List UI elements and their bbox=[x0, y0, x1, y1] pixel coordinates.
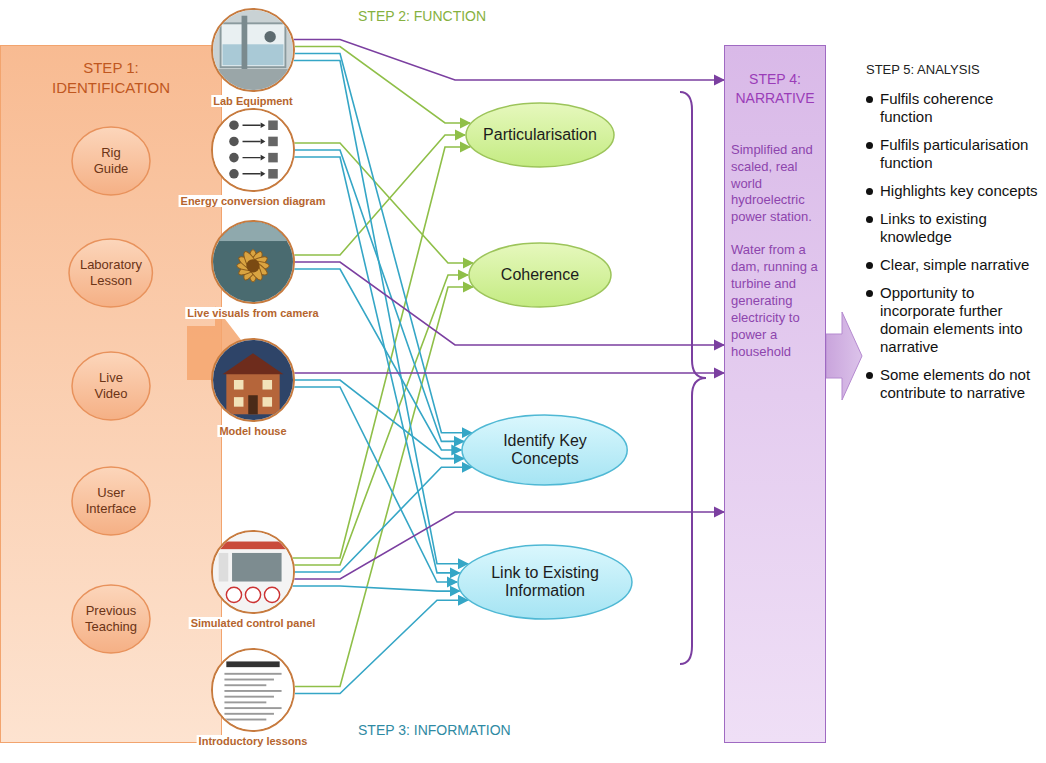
image-circle: Introductory lessons bbox=[211, 648, 295, 732]
connector bbox=[294, 372, 724, 374]
oval-label: Laboratory Lesson bbox=[80, 257, 142, 288]
circle-illustration bbox=[213, 340, 293, 420]
image-caption: Live visuals from camera bbox=[185, 307, 320, 319]
source-oval: Laboratory Lesson bbox=[68, 238, 153, 308]
function-oval: Particularisation bbox=[465, 102, 615, 168]
identification-panel: STEP 1: IDENTIFICATION Rig GuideLaborator… bbox=[0, 45, 222, 743]
image-caption: Model house bbox=[217, 425, 288, 437]
image-caption: Energy conversion diagram bbox=[179, 195, 328, 207]
oval-label: Link to Existing Information bbox=[475, 564, 615, 601]
circle-clip bbox=[213, 222, 293, 302]
circle-illustration bbox=[213, 10, 293, 90]
circle-clip bbox=[213, 10, 293, 90]
panel-title: STEP 1: IDENTIFICATION bbox=[36, 58, 186, 99]
connector bbox=[294, 269, 461, 450]
panel-body: Simplified and scaled, real world hydroe… bbox=[731, 142, 819, 226]
source-oval: Previous Teaching bbox=[71, 584, 151, 654]
panel-title: STEP 4: NARRATIVE bbox=[731, 70, 819, 108]
bullet-item: Fulfils coherence function bbox=[880, 90, 1040, 126]
circle-illustration bbox=[213, 110, 293, 190]
source-oval: Rig Guide bbox=[71, 126, 151, 196]
image-caption: Simulated control panel bbox=[189, 617, 318, 629]
connector bbox=[295, 380, 464, 459]
image-circle: Energy conversion diagram bbox=[211, 108, 295, 192]
connector bbox=[295, 600, 468, 693]
oval-label: Particularisation bbox=[483, 126, 597, 144]
bullet-item: Opportunity to incorporate further domai… bbox=[880, 284, 1040, 356]
bullet-item: Some elements do not contribute to narra… bbox=[880, 366, 1040, 402]
image-caption: Lab Equipment bbox=[211, 95, 294, 107]
bullet-item: Links to existing knowledge bbox=[880, 210, 1040, 246]
source-oval: User Interface bbox=[71, 466, 151, 536]
bullet-item: Fulfils particularisation function bbox=[880, 136, 1040, 172]
circle-clip bbox=[213, 650, 293, 730]
information-oval: Link to Existing Information bbox=[457, 544, 633, 620]
oval-label: Rig Guide bbox=[94, 145, 129, 176]
oval-label: Previous Teaching bbox=[85, 603, 137, 634]
bullet-item: Clear, simple narrative bbox=[880, 256, 1040, 274]
circle-illustration bbox=[213, 532, 293, 612]
image-caption: Introductory lessons bbox=[197, 735, 310, 747]
analysis-list: Fulfils coherence functionFulfils partic… bbox=[880, 90, 1040, 412]
circle-illustration bbox=[213, 650, 293, 730]
information-oval: Identify Key Concepts bbox=[461, 414, 628, 486]
narrative-panel: STEP 4: NARRATIVE Simplified and scaled, … bbox=[724, 45, 826, 743]
source-oval: Live Video bbox=[71, 351, 151, 421]
connector bbox=[295, 54, 472, 433]
bullet-item: Highlights key concepts bbox=[880, 182, 1040, 200]
oval-label: Coherence bbox=[501, 266, 579, 284]
image-circle: Model house bbox=[211, 338, 295, 422]
bracket bbox=[680, 92, 706, 664]
connector bbox=[295, 150, 464, 441]
connector bbox=[294, 387, 457, 582]
step-heading: STEP 3: INFORMATION bbox=[358, 722, 511, 738]
image-circle: Lab Equipment bbox=[211, 8, 295, 92]
step-heading: STEP 2: FUNCTION bbox=[358, 8, 486, 24]
circle-clip bbox=[213, 110, 293, 190]
connector bbox=[295, 467, 472, 572]
oval-label: User Interface bbox=[86, 485, 137, 516]
circle-illustration bbox=[213, 222, 293, 302]
image-circle: Simulated control panel bbox=[211, 530, 295, 614]
oval-label: Identify Key Concepts bbox=[480, 432, 610, 469]
panel-body: Water from a dam, running a turbine and … bbox=[731, 242, 819, 360]
connector bbox=[294, 157, 459, 573]
connector bbox=[295, 47, 470, 124]
connector bbox=[294, 40, 724, 81]
oval-label: Live Video bbox=[94, 370, 127, 401]
block-arrow bbox=[826, 312, 862, 400]
connector bbox=[293, 586, 460, 591]
image-circle: Live visuals from camera bbox=[211, 220, 295, 304]
function-oval: Coherence bbox=[468, 242, 612, 308]
circle-clip bbox=[213, 532, 293, 612]
step-heading: STEP 5: ANALYSIS bbox=[866, 62, 980, 77]
circle-clip bbox=[213, 340, 293, 420]
